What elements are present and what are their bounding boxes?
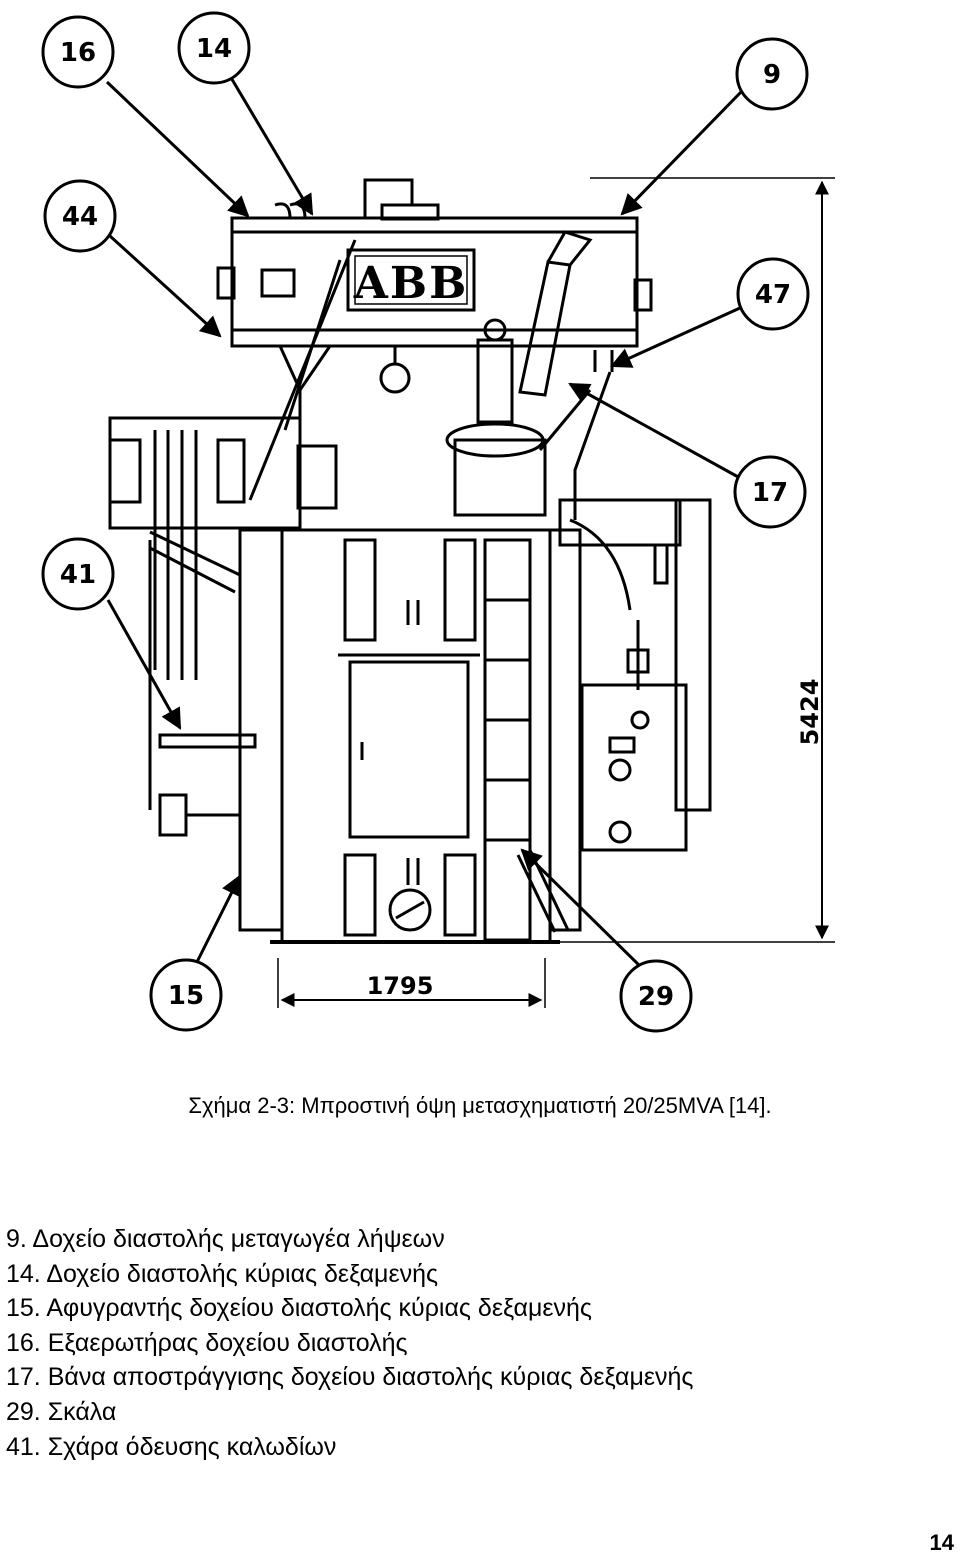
legend-item: 15. Αφυγραντής δοχείου διαστολής κύριας … [6, 1294, 592, 1323]
svg-text:41: 41 [60, 560, 96, 590]
svg-text:17: 17 [752, 478, 788, 508]
svg-text:14: 14 [196, 34, 232, 64]
page-number: 14 [929, 1530, 954, 1555]
callout-14: 14 [177, 11, 251, 85]
width-dimension-label: 1795 [367, 972, 434, 1000]
svg-text:47: 47 [755, 280, 791, 310]
height-dimension-label: 5424 [796, 679, 824, 746]
tank-access-door [348, 660, 470, 839]
legend-item: 14. Δοχείο διαστολής κύριας δεξαμενής [6, 1259, 439, 1288]
callout-17: 17 [733, 455, 807, 529]
svg-text:15: 15 [168, 981, 204, 1011]
callout-15: 15 [149, 958, 223, 1032]
svg-text:44: 44 [62, 202, 98, 232]
legend-item: 9. Δοχείο διαστολής μεταγωγέα λήψεων [6, 1225, 445, 1253]
callout-9: 9 [735, 37, 809, 111]
svg-text:29: 29 [638, 982, 674, 1012]
control-cabinet [580, 683, 688, 852]
legend-item: 41. Σχάρα όδευσης καλωδίων [6, 1432, 337, 1461]
component-legend: 9. Δοχείο διαστολής μεταγωγέα λήψεων 14.… [6, 1222, 693, 1464]
logo-plate [346, 248, 476, 312]
callout-29: 29 [619, 959, 693, 1033]
legend-item: 17. Βάνα αποστράγγισης δοχείου διαστολής… [6, 1363, 694, 1392]
oil-level-gauge [388, 888, 432, 932]
legend-item: 16. Εξαερωτήρας δοχείου διαστολής [6, 1328, 408, 1357]
legend-item: 29. Σκάλα [6, 1397, 117, 1426]
abb-logo: ABB [353, 258, 469, 309]
callout-47: 47 [736, 257, 810, 331]
figure-caption: Σχήμα 2-3: Μπροστινή όψη μετασχηματιστή … [188, 1093, 772, 1118]
main-tank [280, 528, 552, 944]
callout-16: 16 [41, 15, 115, 89]
svg-text:16: 16 [60, 38, 96, 68]
svg-text:9: 9 [763, 60, 781, 90]
callout-41: 41 [41, 537, 115, 611]
callout-44: 44 [43, 179, 117, 253]
transformer-front-view-drawing: ABB 5424 1795 16 14 9 44 [41, 11, 835, 1033]
